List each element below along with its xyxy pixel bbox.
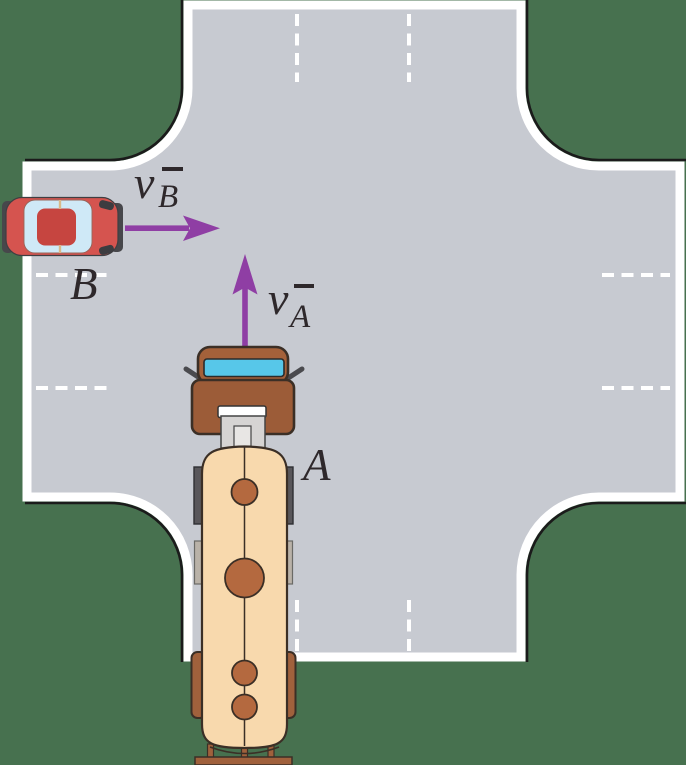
truck-manhole bbox=[230, 478, 259, 506]
car-front-corner-trim-top bbox=[98, 200, 114, 211]
road-cross bbox=[22, 0, 685, 662]
vB-velocity-label: v B bbox=[134, 160, 194, 215]
vB-velocity-arrow bbox=[125, 215, 220, 241]
truck-manhole bbox=[231, 693, 258, 721]
truck-hitch bbox=[233, 425, 252, 449]
curb-top-left bbox=[25, 0, 184, 162]
truck-rear-bumper bbox=[194, 756, 293, 765]
vB-overbar bbox=[162, 167, 183, 171]
truck-manhole bbox=[231, 659, 258, 687]
vA-velocity-label: v A bbox=[268, 273, 328, 335]
truck-manhole bbox=[224, 557, 265, 599]
curb-edge-lines bbox=[25, 0, 686, 662]
vA-arrow-shaft bbox=[242, 284, 248, 347]
car-B bbox=[2, 196, 123, 257]
truck-left-mirror-icon bbox=[183, 366, 202, 380]
vB-symbol: v bbox=[134, 157, 155, 208]
truck-tank-rear-dome bbox=[209, 746, 280, 755]
car-roof bbox=[37, 208, 76, 246]
curb-bottom-right bbox=[525, 501, 686, 662]
truck-A-label: A bbox=[303, 440, 331, 490]
curb-bottom-left bbox=[25, 501, 184, 662]
truck-windshield bbox=[203, 358, 285, 378]
car-B-label: B bbox=[70, 259, 98, 309]
vB-arrow-head bbox=[183, 215, 220, 241]
curb-top-right bbox=[525, 0, 686, 162]
truck-right-mirror-icon bbox=[286, 366, 305, 380]
vA-velocity-arrow bbox=[232, 254, 258, 347]
truck-A bbox=[183, 345, 305, 765]
vB-subscript: B bbox=[158, 178, 179, 215]
vA-overbar bbox=[294, 284, 314, 288]
vB-arrow-shaft bbox=[125, 225, 189, 231]
car-front-corner-trim-bottom bbox=[98, 244, 114, 255]
truck-manholes bbox=[224, 478, 265, 721]
lane-dash-lines bbox=[36, 14, 670, 651]
vA-subscript: A bbox=[290, 298, 311, 335]
vA-symbol: v bbox=[268, 273, 289, 324]
vA-arrow-head bbox=[232, 254, 258, 295]
